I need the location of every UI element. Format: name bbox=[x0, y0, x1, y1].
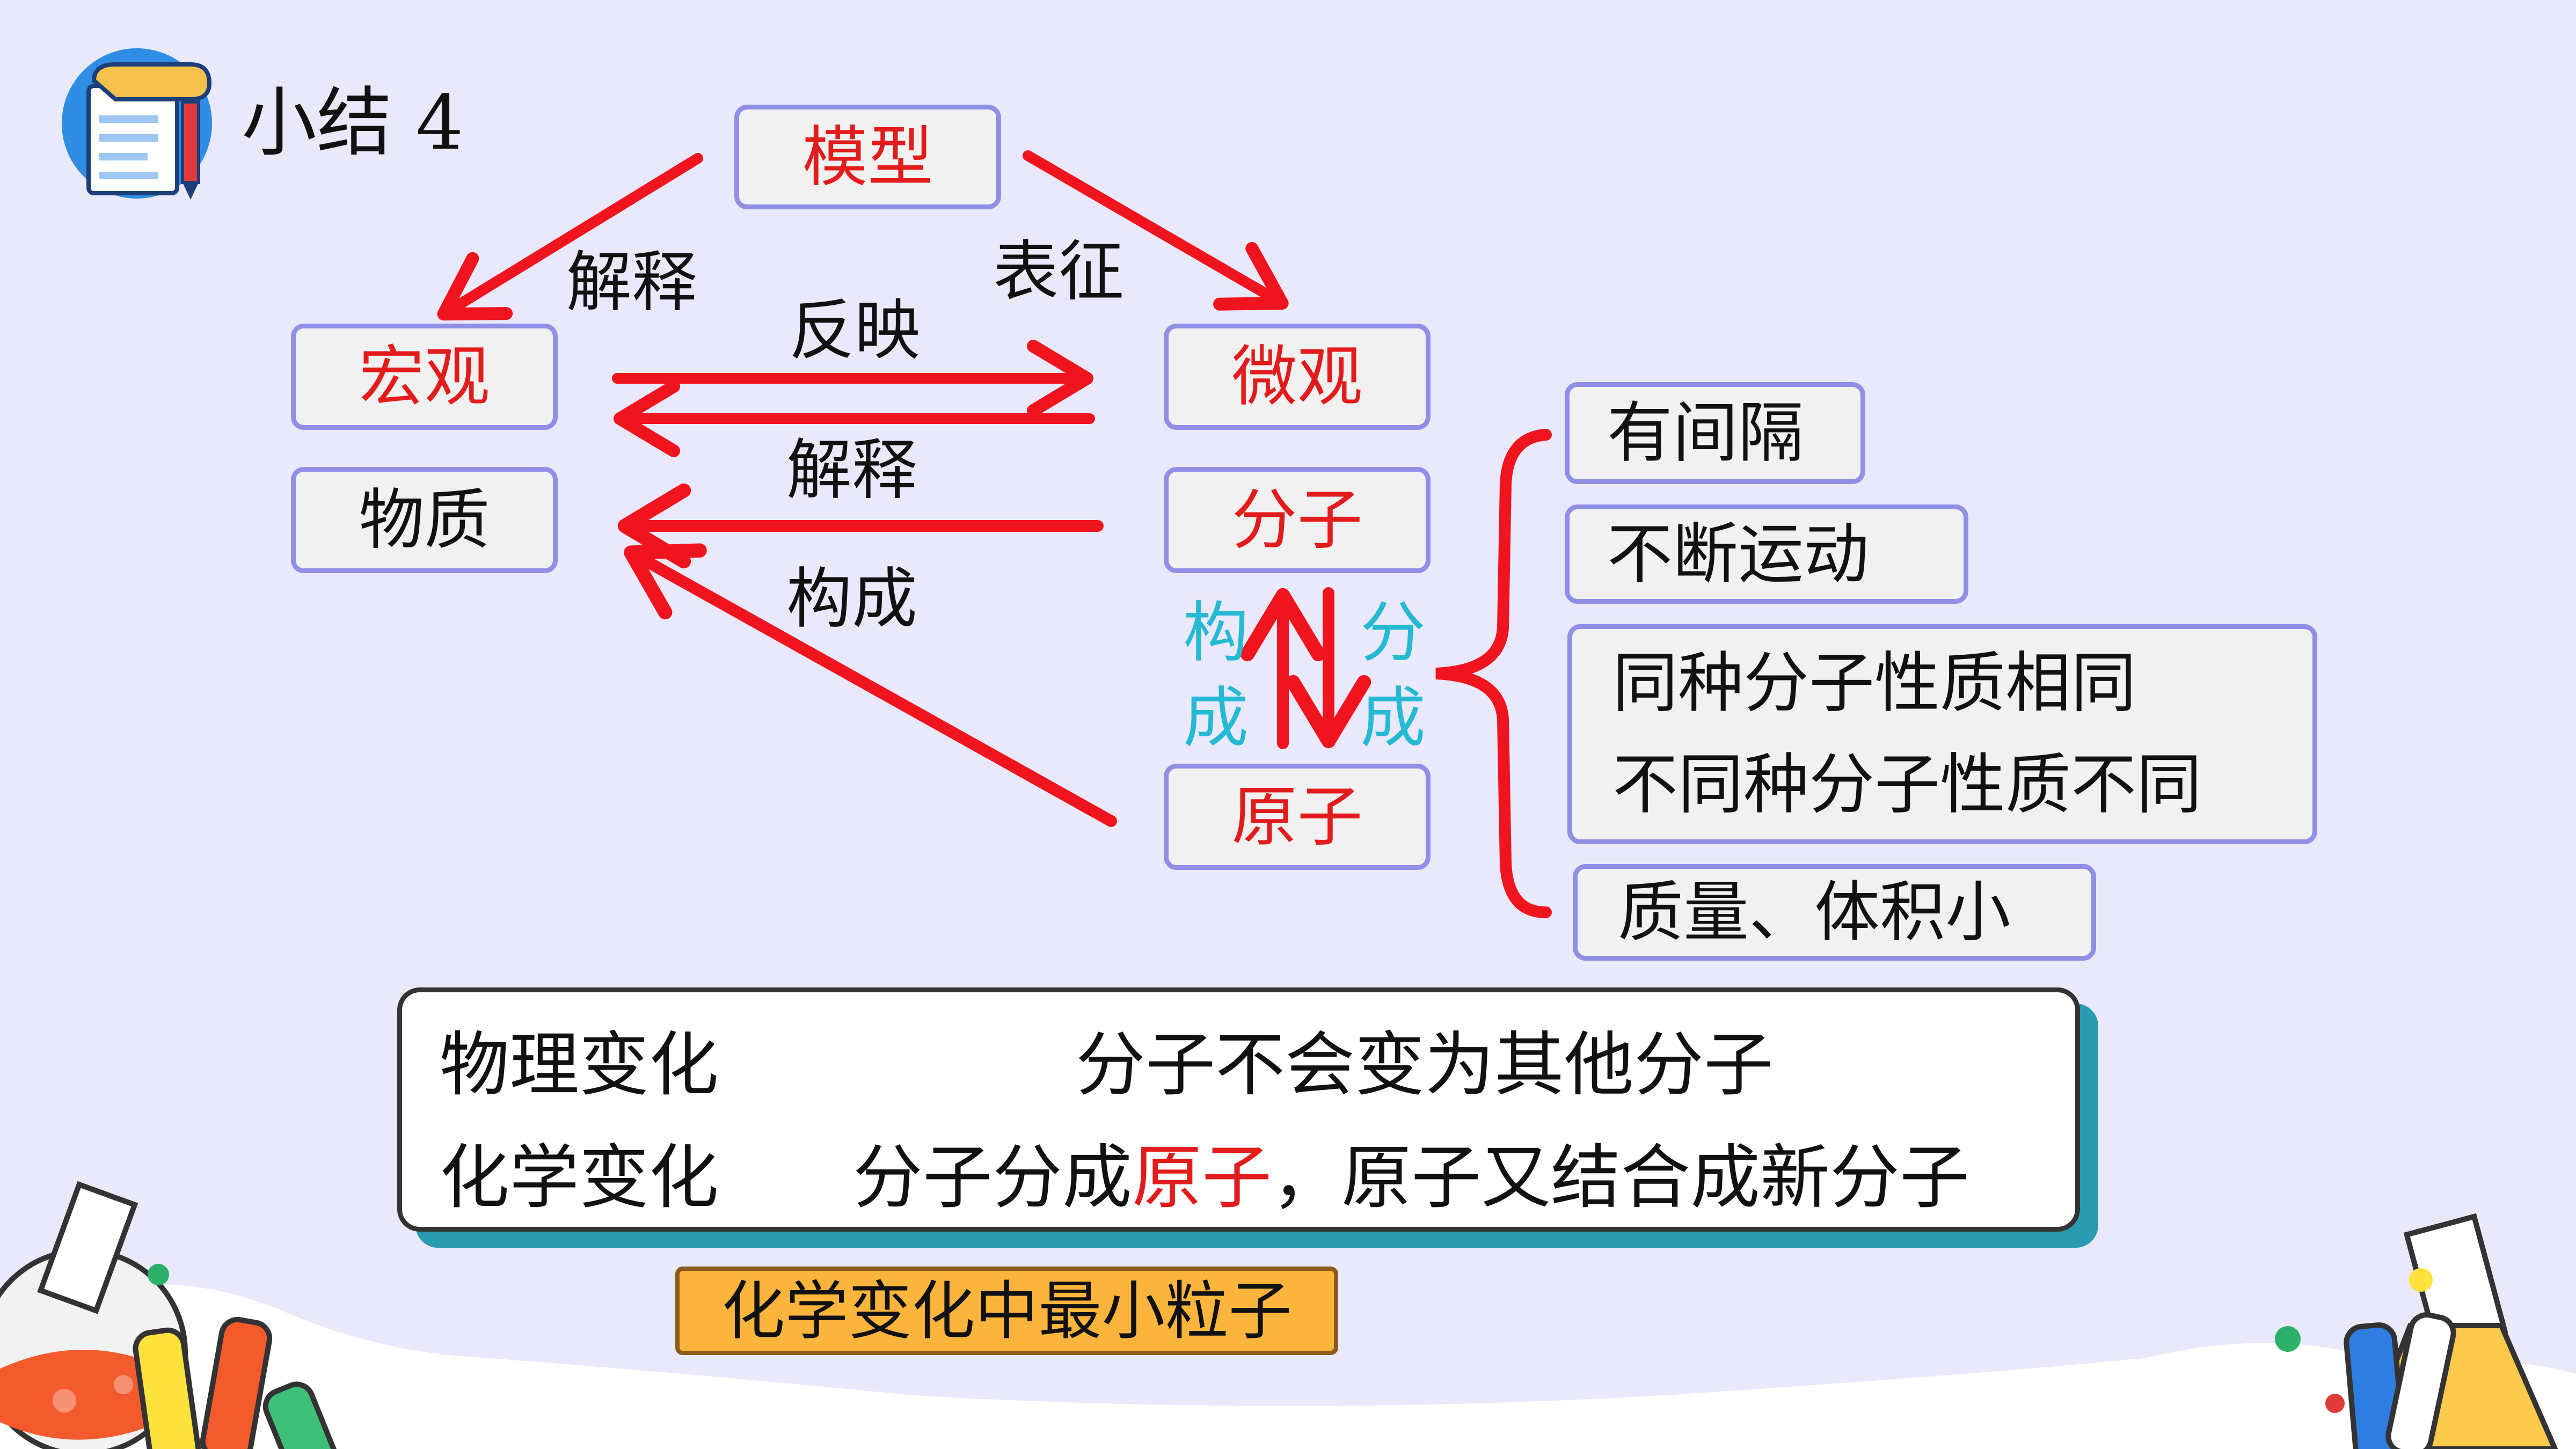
summary-chemical-text-a: 分子分成 bbox=[853, 1137, 1133, 1218]
summary-box: 物理变化 分子不会变为其他分子 化学变化 分子分成原子，原子又结合成新分子 bbox=[397, 987, 2080, 1232]
label-compose-vertical: 构 成 bbox=[1181, 590, 1251, 760]
label-explain-top: 解释 bbox=[566, 244, 697, 320]
label-reflect: 反映 bbox=[789, 292, 920, 369]
summary-chemical-highlight: 原子 bbox=[1132, 1137, 1272, 1218]
property-same-kind-line-2: 不同种分子性质不同 bbox=[1612, 747, 2202, 823]
property-molecule-kind: 同种分子性质相同 不同种分子性质不同 bbox=[1567, 624, 2317, 844]
label-split-char-2: 成 bbox=[1360, 679, 1426, 756]
node-molecule: 分子 bbox=[1164, 467, 1431, 573]
node-micro: 微观 bbox=[1164, 324, 1431, 430]
summary-chemical-text-b: ，原子又结合成新分子 bbox=[1272, 1137, 1970, 1218]
label-split-char-1: 分 bbox=[1360, 595, 1426, 671]
flask-left-icon bbox=[0, 1181, 188, 1449]
node-macro: 宏观 bbox=[291, 324, 558, 430]
test-tubes-left-icon bbox=[133, 1264, 344, 1449]
node-matter: 物质 bbox=[291, 467, 558, 573]
label-represent: 表征 bbox=[993, 233, 1124, 310]
label-compose: 构成 bbox=[786, 561, 917, 637]
summary-chemical-label: 化学变化 bbox=[440, 1137, 719, 1218]
summary-physical-text: 分子不会变为其他分子 bbox=[1076, 1024, 1774, 1106]
node-atom: 原子 bbox=[1164, 764, 1431, 870]
property-spacing: 有间隔 bbox=[1565, 382, 1865, 484]
label-compose-char-1: 构 bbox=[1183, 595, 1249, 671]
arrow-model-to-micro bbox=[1023, 150, 1289, 311]
label-split-vertical: 分 成 bbox=[1358, 590, 1428, 760]
property-same-kind-line-1: 同种分子性质相同 bbox=[1612, 645, 2136, 721]
summary-physical-label: 物理变化 bbox=[440, 1024, 719, 1106]
summary-chemical-text: 分子分成原子，原子又结合成新分子 bbox=[853, 1143, 1969, 1212]
label-explain-mid: 解释 bbox=[786, 432, 917, 508]
label-compose-char-2: 成 bbox=[1183, 679, 1249, 756]
node-model: 模型 bbox=[734, 105, 1001, 209]
property-motion: 不断运动 bbox=[1565, 504, 1968, 604]
property-small: 质量、体积小 bbox=[1573, 864, 2096, 961]
curly-brace bbox=[1435, 429, 1552, 918]
page-title: 小结 4 bbox=[242, 79, 464, 167]
cloud-border bbox=[0, 1284, 2576, 1449]
flask-right-icon bbox=[2275, 1213, 2558, 1449]
notebook-icon bbox=[62, 48, 212, 200]
smallest-particle-box: 化学变化中最小粒子 bbox=[675, 1267, 1338, 1355]
arrow-atom-to-matter bbox=[624, 543, 1117, 827]
arrow-model-to-macro bbox=[437, 153, 703, 321]
